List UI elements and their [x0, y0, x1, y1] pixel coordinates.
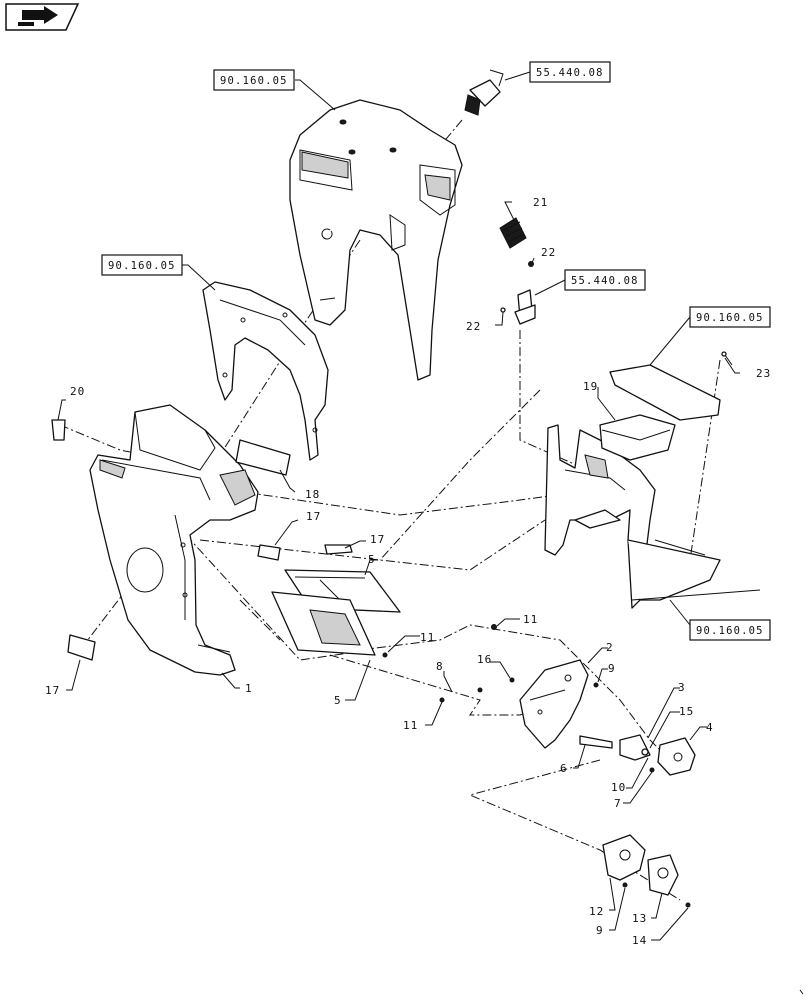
callout-13: 13: [632, 912, 647, 925]
callout-5a: 5: [368, 553, 376, 566]
label-18: [235, 439, 291, 476]
ignition-switch: [464, 69, 504, 116]
callout-5b: 5: [334, 694, 342, 707]
cover-4: [657, 737, 696, 776]
callout-6: 6: [560, 762, 568, 775]
shaft-6: [579, 735, 613, 749]
cushion-19: [599, 414, 676, 461]
reference-box-top[interactable]: 90.160.05: [213, 69, 295, 91]
lower-console-housing-1: [89, 404, 259, 676]
reference-text: 90.160.05: [220, 75, 288, 87]
callout-22b: 22: [466, 320, 481, 333]
top-plate: [609, 364, 721, 421]
callout-18: 18: [305, 488, 320, 501]
fasteners: [382, 624, 691, 908]
next-page-arrow-icon[interactable]: [5, 3, 80, 31]
callout-9a: 9: [608, 662, 616, 675]
reference-text: 55.440.08: [571, 275, 639, 287]
callout-23: 23: [756, 367, 771, 380]
lever-3: [619, 734, 651, 761]
callout-15: 15: [679, 705, 694, 718]
switch-22: [500, 261, 536, 325]
reference-box-key[interactable]: 55.440.08: [529, 61, 611, 83]
callout-11b: 11: [420, 631, 435, 644]
callout-16: 16: [477, 653, 492, 666]
corner-mark: [799, 989, 804, 995]
callout-4: 4: [706, 721, 714, 734]
callout-17c: 17: [45, 684, 60, 697]
callout-14: 14: [632, 934, 647, 947]
reference-box-bottom[interactable]: 90.160.05: [689, 619, 771, 641]
callout-21: 21: [533, 196, 548, 209]
reference-box-left[interactable]: 90.160.05: [101, 254, 183, 276]
bracket-12: [602, 834, 646, 881]
cover-13: [647, 854, 679, 896]
decal-20: [51, 419, 66, 441]
reference-box-right[interactable]: 90.160.05: [689, 306, 771, 328]
reference-box-mid[interactable]: 55.440.08: [564, 269, 646, 291]
callout-8: 8: [436, 660, 444, 673]
decal-17: [67, 544, 353, 661]
screw-23: [721, 351, 733, 366]
callout-7: 7: [614, 797, 622, 810]
callout-17b: 17: [370, 533, 385, 546]
connector-21: [499, 217, 527, 249]
callout-12: 12: [589, 905, 604, 918]
callout-10: 10: [611, 781, 626, 794]
callout-11a: 11: [523, 613, 538, 626]
reference-text: 90.160.05: [696, 625, 764, 637]
floor-mat-5: [271, 569, 401, 656]
left-side-panel: [202, 281, 329, 461]
callout-9b: 9: [596, 924, 604, 937]
callout-22a: 22: [541, 246, 556, 259]
reference-text: 90.160.05: [696, 312, 764, 324]
reference-text: 90.160.05: [108, 260, 176, 272]
callout-11c: 11: [403, 719, 418, 732]
callout-1: 1: [245, 682, 253, 695]
upper-dash-cover: [289, 99, 463, 381]
callout-3: 3: [678, 681, 686, 694]
reference-text: 55.440.08: [536, 67, 604, 79]
callout-2: 2: [606, 641, 614, 654]
callout-17a: 17: [306, 510, 321, 523]
callout-labels: 21 22 22 23 19 20 18 17 17 5 1 17 5 11 1…: [45, 196, 771, 947]
callout-19: 19: [583, 380, 598, 393]
seat-frame: [544, 424, 761, 609]
callout-20: 20: [70, 385, 85, 398]
leader-lines: [57, 71, 740, 941]
bracket-2: [519, 659, 589, 749]
